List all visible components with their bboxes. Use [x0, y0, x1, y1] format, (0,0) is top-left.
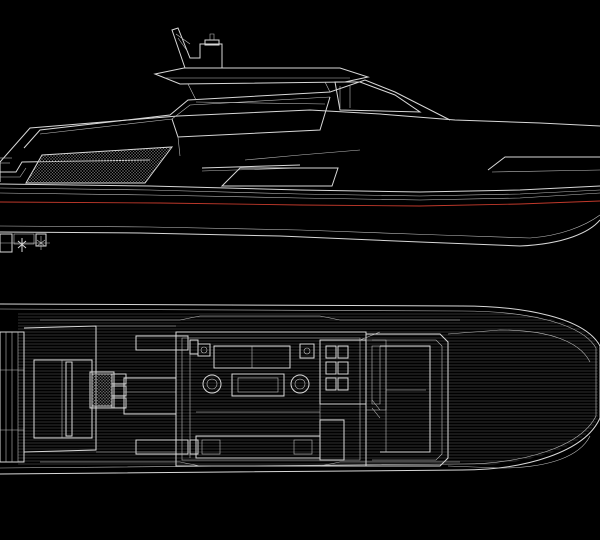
hull-window-3 [487, 156, 600, 171]
windscreen [334, 81, 422, 113]
hardtop [153, 67, 370, 85]
rubbing-strake [0, 187, 600, 197]
sheer-line [0, 183, 600, 193]
cockpit-lounge [89, 371, 177, 415]
foredeck-structure [366, 333, 449, 467]
hull-bottom-inner [0, 214, 600, 239]
salon-furniture [189, 339, 321, 459]
hull-bottom [0, 219, 600, 247]
waterline [0, 200, 600, 207]
deck-plan-view [0, 303, 600, 475]
hull-window-2 [220, 167, 339, 187]
hull-window-1 [201, 164, 301, 169]
superstructure-outline [23, 79, 451, 149]
chine-line [0, 192, 600, 201]
aft-sunpad [33, 359, 93, 439]
side-profile-view [0, 27, 600, 247]
hull-outline [0, 109, 600, 182]
aft-transom [0, 331, 25, 463]
side-window [25, 146, 174, 184]
helm-station [319, 331, 387, 461]
radar-mast [171, 27, 223, 69]
deck-hull-outline [0, 303, 600, 475]
propeller-group [0, 233, 50, 253]
